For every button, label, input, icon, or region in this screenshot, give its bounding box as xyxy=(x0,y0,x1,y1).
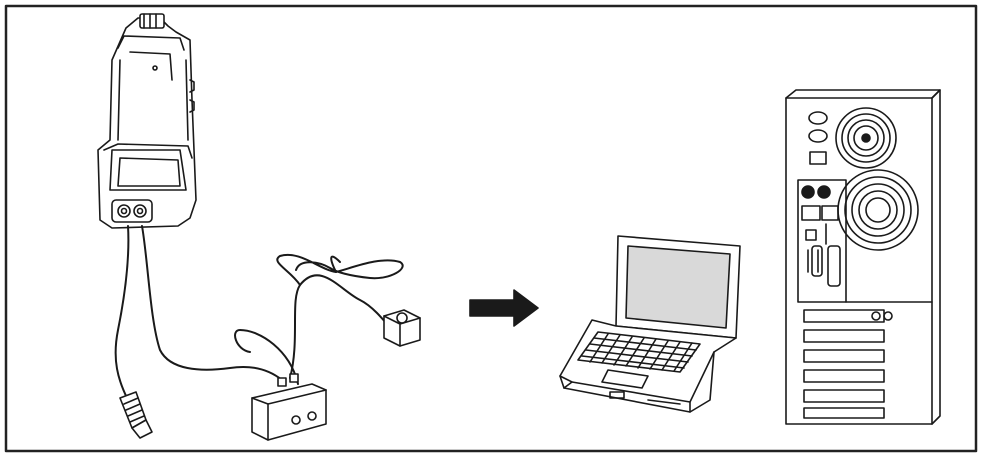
antenna-loop xyxy=(277,255,402,285)
cables xyxy=(116,226,392,400)
vehicle-cradle xyxy=(98,14,196,228)
cable-connector xyxy=(120,392,152,438)
splitter-box xyxy=(252,374,326,440)
laptop-computer xyxy=(560,236,740,412)
desktop-computer xyxy=(786,90,940,424)
arrow-right-icon xyxy=(470,290,538,326)
antenna-puck xyxy=(384,310,420,346)
